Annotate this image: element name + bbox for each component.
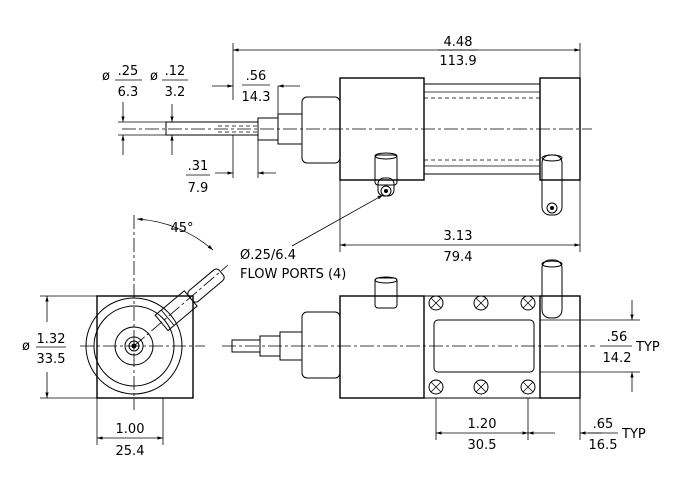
body-diameter-in: 1.32 <box>37 332 66 347</box>
rod-extension-mm: 14.3 <box>242 90 271 105</box>
rod-extension-in: .56 <box>246 69 267 84</box>
top-view <box>122 77 592 216</box>
overall-length-in: 4.48 <box>444 35 473 50</box>
mount-spacing-y-typ: TYP <box>635 340 660 355</box>
rod-diameter-mm: 6.3 <box>118 85 139 100</box>
rod-diameter-in: .25 <box>118 64 139 79</box>
port-spacing-in: 3.13 <box>444 229 473 244</box>
flow-port-size: Ø.25/6.4 <box>240 248 296 263</box>
dim-body-width: 1.00 25.4 <box>96 398 164 459</box>
port-angle-label: 45° <box>170 221 193 236</box>
mount-edge-in: .65 <box>593 417 614 432</box>
mount-edge-mm: 16.5 <box>589 438 618 453</box>
body-width-mm: 25.4 <box>116 444 145 459</box>
rod-tip-diameter-in: .12 <box>165 64 186 79</box>
rod-tip-length-mm: 7.9 <box>188 181 209 196</box>
diameter-symbol-2: ø <box>150 69 158 84</box>
rod-tip-diameter-mm: 3.2 <box>165 85 186 100</box>
port-spacing-mm: 79.4 <box>444 250 473 265</box>
overall-length-mm: 113.9 <box>439 54 476 69</box>
dim-rod-diameter: ø .25 6.3 <box>102 64 166 155</box>
dim-port-spacing: 3.13 79.4 <box>339 180 581 265</box>
end-view <box>80 215 229 410</box>
mount-spacing-y-in: .56 <box>607 330 628 345</box>
mount-spacing-y-mm: 14.2 <box>603 351 632 366</box>
dim-rod-extension: .56 14.3 <box>212 69 300 114</box>
flow-ports-note: Ø.25/6.4 FLOW PORTS (4) <box>240 194 384 282</box>
dim-body-diameter: ø 1.32 33.5 <box>22 295 97 399</box>
dim-rod-tip-diameter: ø .12 3.2 <box>150 64 188 155</box>
dim-rod-tip-length: .31 7.9 <box>186 135 276 196</box>
diameter-symbol-3: ø <box>22 339 30 354</box>
rod-tip-length-in: .31 <box>188 159 209 174</box>
mount-spacing-x-mm: 30.5 <box>468 438 497 453</box>
flow-ports-label: FLOW PORTS (4) <box>240 267 346 282</box>
bottom-view <box>222 259 595 399</box>
mount-edge-typ: TYP <box>621 427 646 442</box>
mount-spacing-x-in: 1.20 <box>468 417 497 432</box>
dim-mount-hole-spacing-y: .56 14.2 TYP <box>540 300 660 392</box>
body-width-in: 1.00 <box>116 422 145 437</box>
dim-port-angle: 45° <box>136 217 214 251</box>
diameter-symbol-1: ø <box>102 69 110 84</box>
dim-mount-hole-edge: .65 16.5 TYP <box>528 398 646 453</box>
body-diameter-mm: 33.5 <box>37 352 66 367</box>
dim-overall-length: 4.48 113.9 <box>232 35 581 100</box>
mount-holes <box>428 295 536 395</box>
dim-mount-hole-spacing-x: 1.20 30.5 <box>435 398 529 453</box>
